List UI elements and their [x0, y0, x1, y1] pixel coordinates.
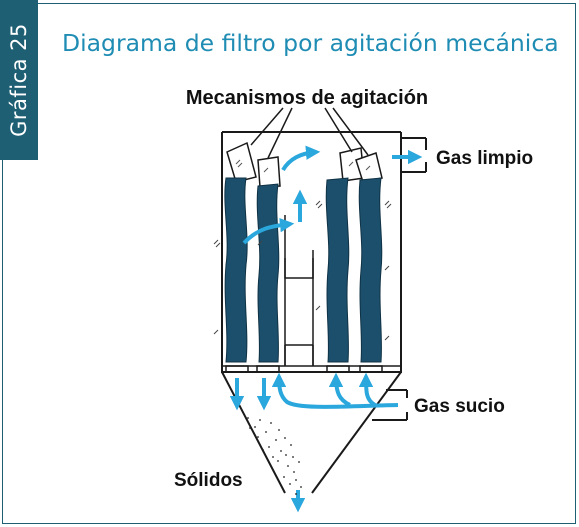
mechanisms-label: Mecanismos de agitación	[186, 87, 428, 109]
tube-sheet	[222, 365, 401, 373]
shaker-linkage-lines	[250, 107, 369, 159]
filter-bags	[224, 177, 383, 363]
dirty-gas-inlet	[372, 389, 408, 421]
airflow-arrow-curve	[242, 217, 295, 245]
shaker-caps	[226, 141, 383, 188]
filter-bag-3	[325, 177, 350, 363]
hopper	[221, 371, 402, 494]
dirty-gas-flow-arrow	[271, 372, 399, 409]
filter-bag-4	[358, 177, 383, 363]
dirty-gas-label: Gas sucio	[414, 396, 505, 417]
dirty-gas-branch-1	[328, 372, 351, 407]
airflow-arrow-top	[281, 145, 321, 172]
dirty-gas-branch-2	[358, 372, 377, 407]
gas-flow-arrows	[229, 145, 423, 513]
solids-label: Sólidos	[174, 470, 243, 491]
filter-bag-1	[224, 177, 248, 363]
clean-gas-label: Gas limpio	[436, 148, 533, 169]
diagram-title: Diagrama de filtro por agitación mecánic…	[62, 29, 559, 57]
cap-hatch-marks	[235, 159, 371, 173]
central-channel	[284, 215, 314, 366]
figure-frame	[2, 3, 576, 524]
solid-particles	[247, 417, 302, 495]
filter-bag-2	[256, 183, 280, 363]
bag-hatch-marks	[213, 200, 392, 341]
figure-tab: Gráfica 25	[0, 0, 38, 160]
